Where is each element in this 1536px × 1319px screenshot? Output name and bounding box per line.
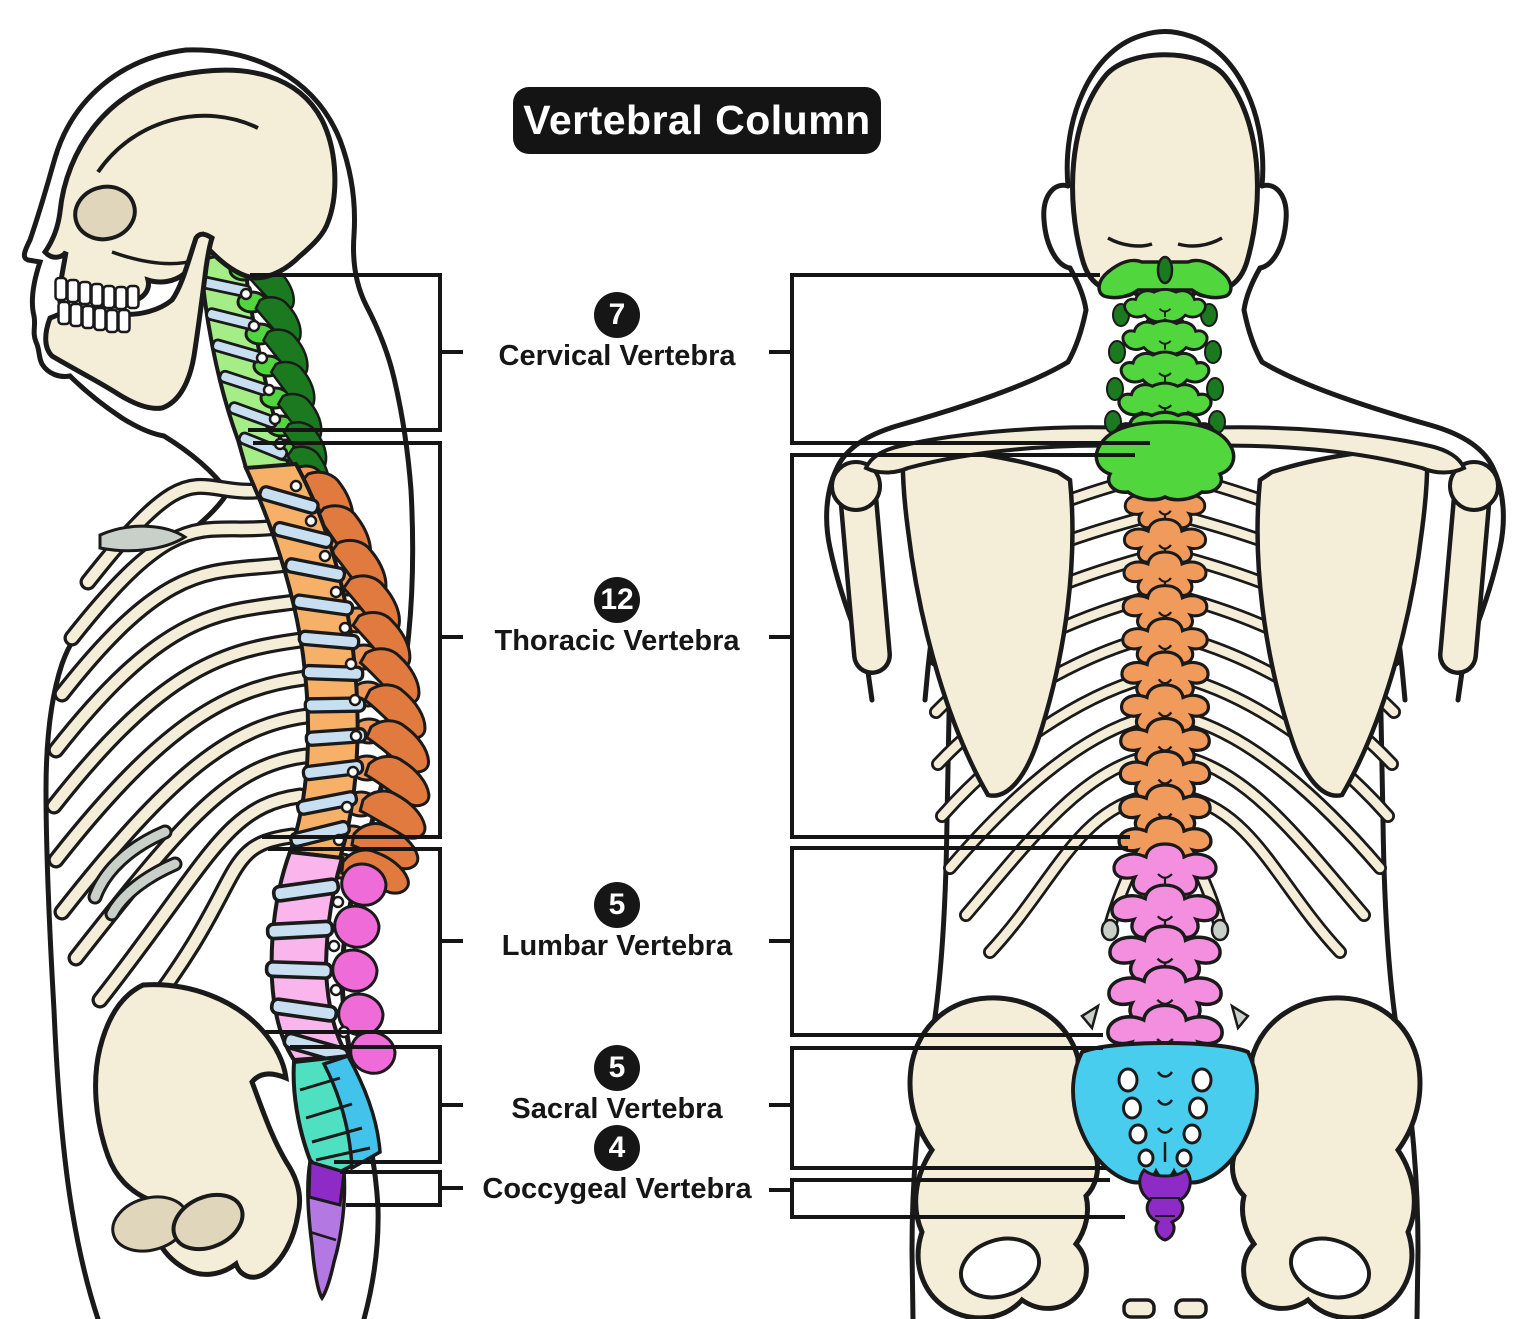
c7-overhang bbox=[1094, 420, 1236, 502]
bracket-coccygeal-left bbox=[340, 1170, 463, 1207]
pubic-bone bbox=[1122, 1298, 1156, 1319]
hip-bone-posterior bbox=[907, 995, 1101, 1319]
bracket-sacral-left bbox=[290, 1045, 463, 1164]
right-ear bbox=[1257, 182, 1289, 271]
lumbar-label-text: Lumbar Vertebra bbox=[501, 930, 733, 962]
median-crest bbox=[1156, 1071, 1174, 1162]
sacral-label-text: Sacral Vertebra bbox=[511, 1093, 723, 1125]
coccyx-first-segment bbox=[307, 1160, 346, 1207]
bracket-sacral-right bbox=[769, 1046, 1107, 1170]
cervical-label-text: Cervical Vertebra bbox=[498, 340, 736, 372]
sacral-foramina bbox=[1117, 1067, 1213, 1168]
lumbar-count-badge: 5 bbox=[594, 882, 640, 928]
label-coccygeal: 4 Coccygeal Vertebra bbox=[450, 1125, 784, 1206]
bracket-thoracic-left bbox=[253, 441, 463, 839]
lateral-front-skin-line bbox=[21, 47, 231, 1319]
label-thoracic: 12 Thoracic Vertebra bbox=[450, 577, 784, 658]
bracket-thoracic-right bbox=[769, 453, 1135, 839]
bracket-cervical-right bbox=[769, 273, 1150, 445]
lateral-figure bbox=[21, 47, 432, 1319]
bracket-cervical-left bbox=[248, 273, 463, 432]
costal-cartilage bbox=[87, 824, 183, 922]
sacrum-posterior-ridge bbox=[321, 1053, 382, 1171]
sacral-count-badge: 5 bbox=[594, 1045, 640, 1091]
shoulder-girdle-left bbox=[830, 425, 1131, 798]
lumbar-spine-lateral bbox=[264, 849, 397, 1075]
scapula bbox=[900, 445, 1075, 798]
bracket-coccygeal-right bbox=[769, 1178, 1125, 1219]
sacrum-lateral bbox=[291, 1053, 382, 1302]
cervical-spine-posterior bbox=[1097, 255, 1233, 453]
obturator-foramen-posterior bbox=[958, 1236, 1042, 1300]
label-brackets bbox=[248, 273, 1150, 1219]
lumbar-spine-posterior bbox=[1106, 842, 1224, 1068]
obturator-foramen bbox=[171, 1192, 245, 1252]
label-lumbar: 5 Lumbar Vertebra bbox=[450, 882, 784, 963]
left-ear bbox=[1041, 182, 1073, 271]
rib12-cartilage-tip bbox=[1100, 918, 1120, 942]
iliac-crest-cartilage bbox=[1080, 1003, 1101, 1031]
coccygeal-label-text: Coccygeal Vertebra bbox=[482, 1173, 752, 1205]
label-cervical: 7 Cervical Vertebra bbox=[450, 292, 784, 373]
thoracic-label-text: Thoracic Vertebra bbox=[494, 625, 740, 657]
page-title: Vertebral Column bbox=[513, 87, 881, 154]
clavicle-lateral bbox=[98, 524, 188, 553]
humeral-head bbox=[830, 460, 882, 512]
coccyx-posterior bbox=[1138, 1167, 1192, 1242]
coccygeal-count-badge: 4 bbox=[594, 1125, 640, 1171]
bracket-lumbar-right bbox=[769, 846, 1128, 1037]
cervical-count-badge: 7 bbox=[594, 292, 640, 338]
bracket-lumbar-left bbox=[264, 847, 463, 1034]
nuchal-lines bbox=[1107, 236, 1223, 248]
hip-bone bbox=[93, 982, 303, 1280]
scapular-spine bbox=[863, 425, 1131, 475]
posterior-figure bbox=[824, 29, 1504, 1319]
temporal-line bbox=[96, 113, 259, 174]
pelvis-lateral bbox=[93, 982, 303, 1280]
pelvis-posterior bbox=[907, 995, 1420, 1319]
sacrum-posterior bbox=[1071, 1041, 1259, 1242]
thoracic-count-badge: 12 bbox=[594, 577, 640, 623]
eye-socket bbox=[73, 184, 137, 242]
cranium bbox=[41, 67, 338, 311]
label-sacral: 5 Sacral Vertebra bbox=[450, 1045, 784, 1126]
sacrum-segment-lines bbox=[299, 1076, 371, 1162]
skull-lateral bbox=[41, 67, 338, 411]
cervical-transverse-nubs bbox=[1104, 303, 1226, 434]
lateral-ribcage bbox=[45, 477, 316, 1029]
dens bbox=[1156, 255, 1174, 285]
